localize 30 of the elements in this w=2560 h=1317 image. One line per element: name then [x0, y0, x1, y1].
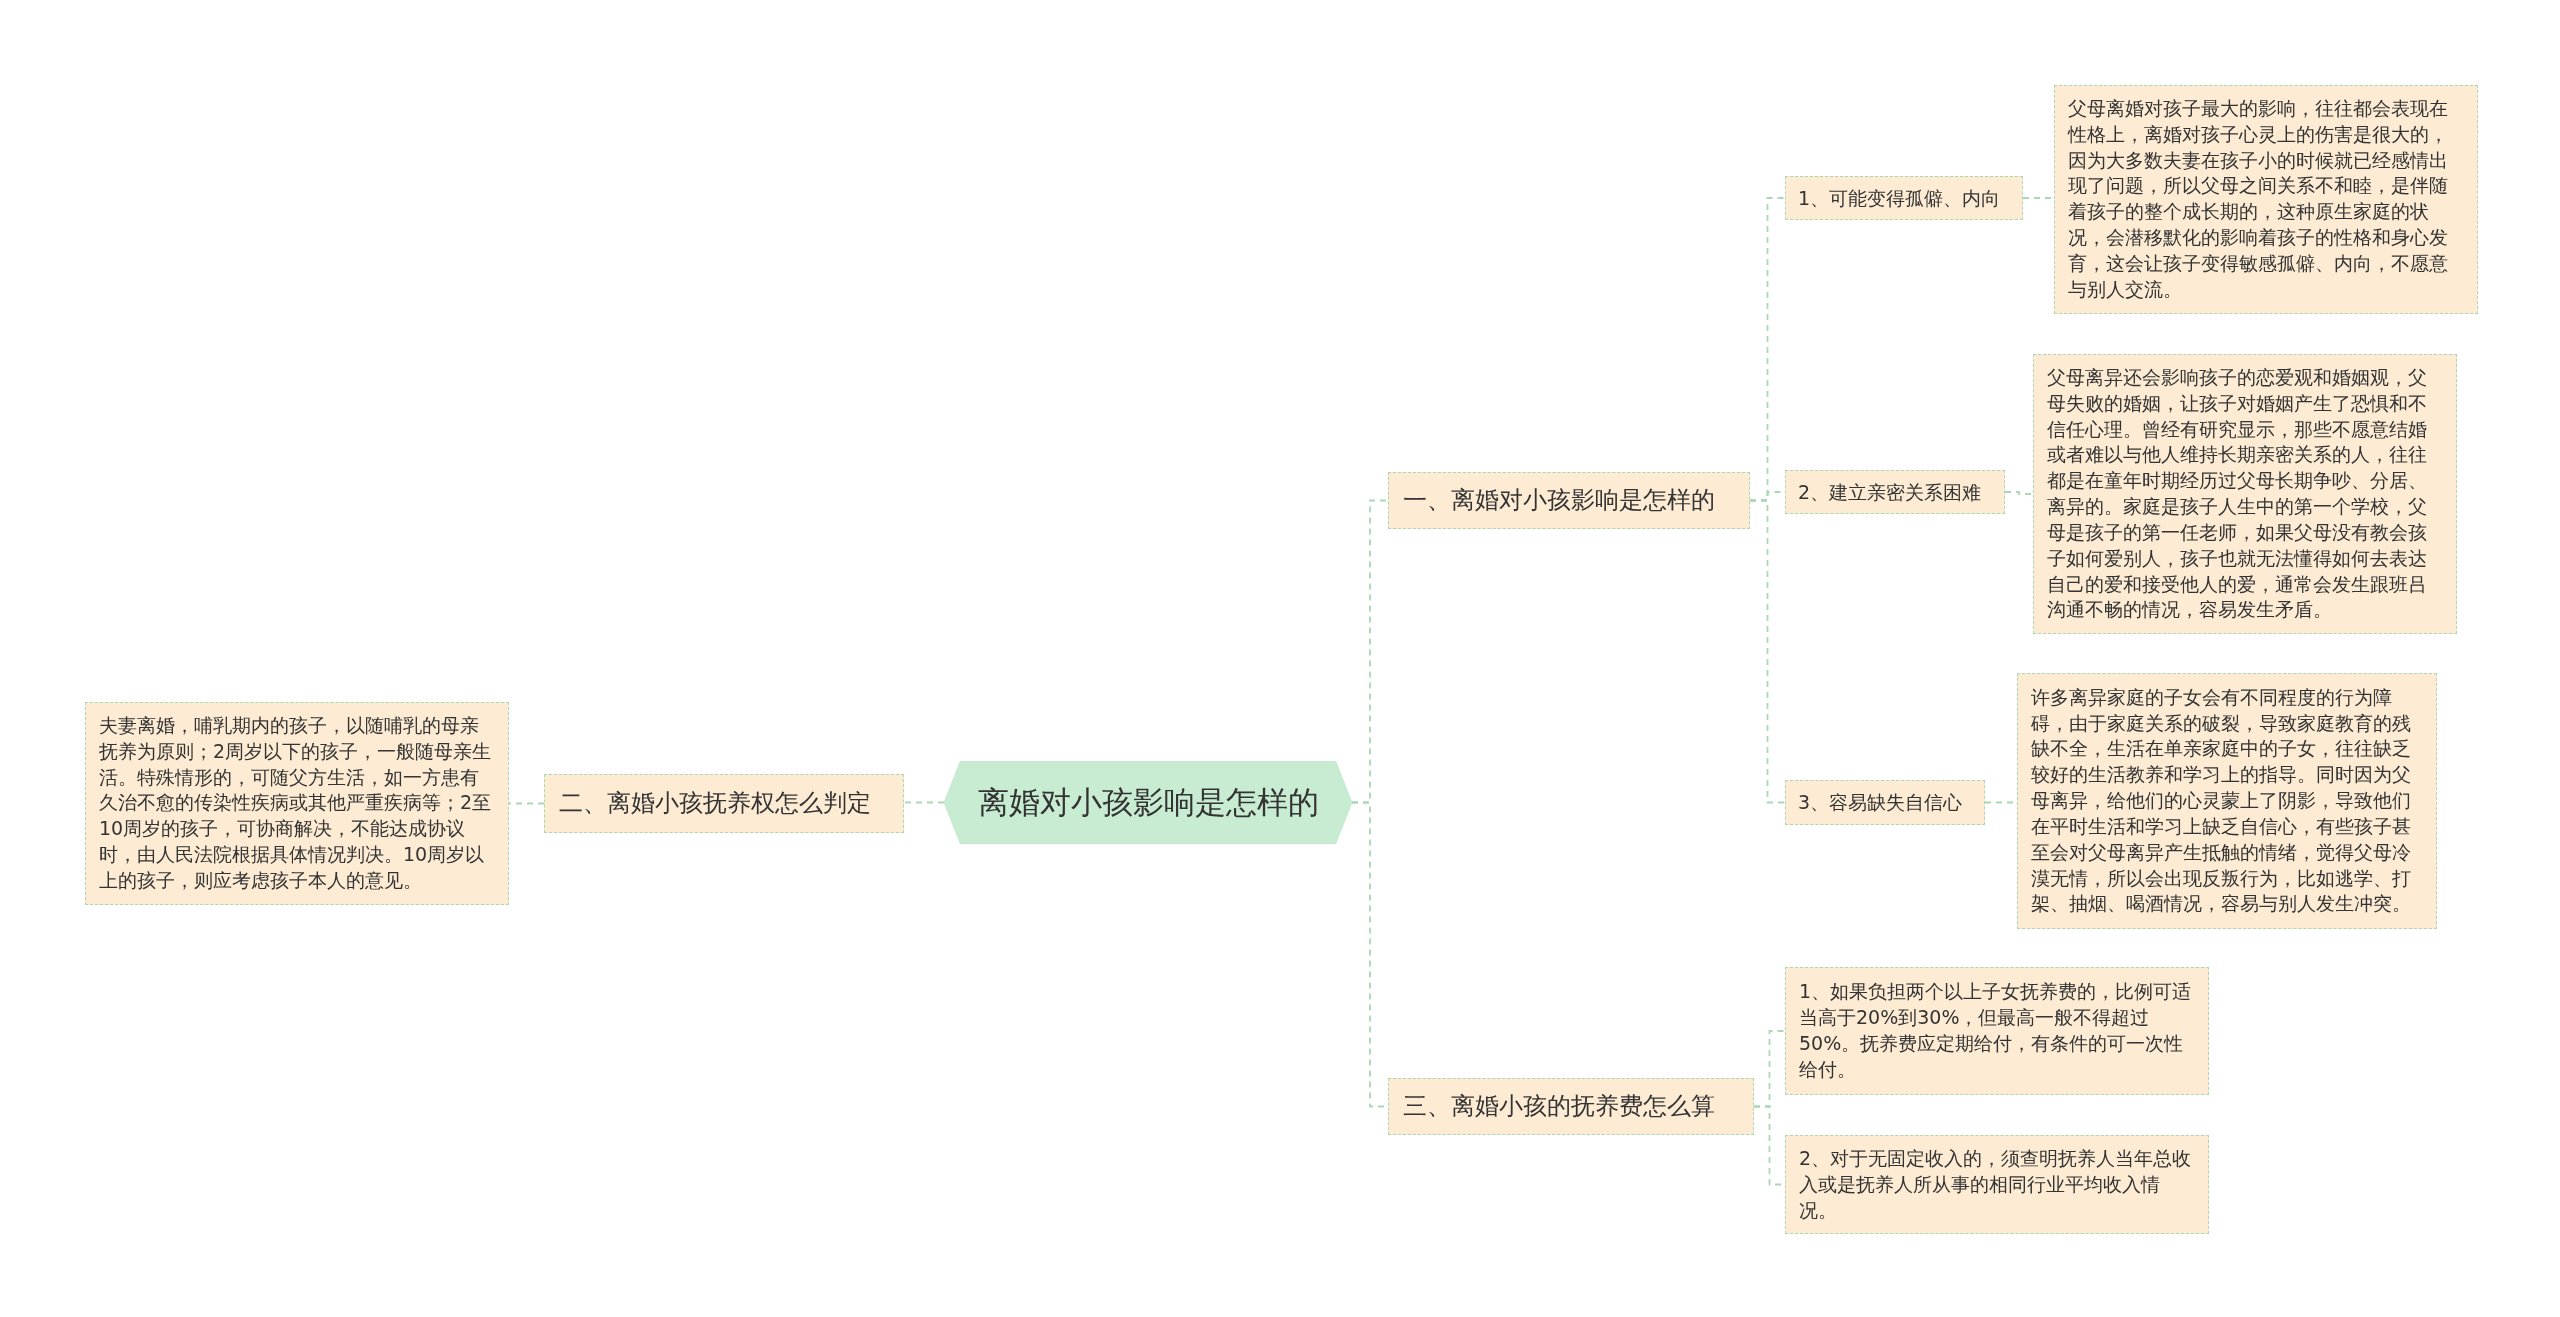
topic-text: 2、建立亲密关系困难 [1798, 480, 1982, 504]
topic-text: 许多离异家庭的子女会有不同程度的行为障碍，由于家庭关系的破裂，导致家庭教育的残缺不全，生活在单亲家庭中的子女，往往缺乏较好的生活教养和学习上的指导。同时因为父母离异，给他们的心灵蒙上了阴影，导致他们在平时生活和学习上缺乏自信心，有些孩子甚至会对父母离异产生抵触的情绪，觉得父母冷漠无情，所以会出现反叛行为，比如逃学、打架、抽烟、喝酒情况，容易与别人发生冲突。 [2031, 684, 2412, 917]
subtopic-card [1785, 176, 2023, 220]
central-topic-hexagon [944, 761, 1352, 844]
topic-text: 夫妻离婚，哺乳期内的孩子，以随哺乳的母亲抚养为原则；2周岁以下的孩子，一般随母亲生活。特殊情形的，可随父方生活，如一方患有久治不愈的传染性疾病或其他严重疾病等；2至10周岁的孩子，可协商解决，不能达成协议时，由人民法院根据具体情况判决。10周岁以上的孩子，则应考虑孩子本人的意见。 [99, 713, 493, 893]
topic-text: 2、对于无固定收入的，须查明抚养人当年总收入或是抚养人所从事的相同行业平均收入情况。 [1799, 1146, 2193, 1223]
topic-text: 二、离婚小孩抚养权怎么判定 [559, 789, 871, 818]
note-card [2033, 354, 2457, 635]
note-card [2017, 673, 2437, 929]
connector-line [508, 802, 545, 805]
connector-line [2004, 491, 2034, 495]
topic-text: 1、如果负担两个以上子女抚养费的，比例可适当高于20%到30%，但最高一般不得超过50%。抚养费应定期给付，有条件的可一次性给付。 [1799, 979, 2193, 1082]
note-card [85, 702, 509, 905]
topic-text: 3、容易缺失自信心 [1798, 791, 1963, 814]
note-card [2054, 85, 2478, 314]
topic-text: 离婚对小孩影响是怎样的 [977, 783, 1319, 822]
topic-text: 父母离婚对孩子最大的影响，往往都会表现在性格上，离婚对孩子心灵上的伤害是很大的，因为大多数夫妻在孩子小的时候就已经感情出现了问题，所以父母之间关系不和睦，是伴随着孩子的整个成长期的，这种原生家庭的状况，会潜移默化的影响着孩子的性格和身心发育，这会让孩子变得敏感孤僻、内向，不愿意与别人交流。 [2068, 96, 2449, 302]
connector-line [903, 801, 945, 804]
connector-line [1749, 499, 1786, 804]
note-card [1785, 967, 2209, 1095]
topic-card [1388, 1078, 1754, 1135]
topic-card [544, 774, 904, 833]
topic-text: 一、离婚对小孩影响是怎样的 [1403, 486, 1715, 515]
topic-text: 1、可能变得孤僻、内向 [1798, 186, 2001, 210]
topic-card [1388, 472, 1750, 529]
subtopic-card [1785, 780, 1985, 825]
topic-text: 父母离异还会影响孩子的恋爱观和婚姻观，父母失败的婚姻，让孩子对婚姻产生了恐惧和不信任心理。曾经有研究显示，那些不愿意结婚或者难以与他人维持长期亲密关系的人，往往都是在童年时期经历过父母长期争吵、分居、离异的。家庭是孩子人生中的第一个学校，父母是孩子的第一任老师，如果父母没有教会孩子如何爱别人，孩子也就无法懂得如何去表达自己的爱和接受他人的爱，通常会发生跟班吕沟通不畅的情况，容易发生矛盾。 [2047, 365, 2428, 623]
note-card [1785, 1135, 2209, 1235]
subtopic-card [1785, 470, 2005, 514]
topic-text: 三、离婚小孩的抚养费怎么算 [1403, 1092, 1715, 1121]
